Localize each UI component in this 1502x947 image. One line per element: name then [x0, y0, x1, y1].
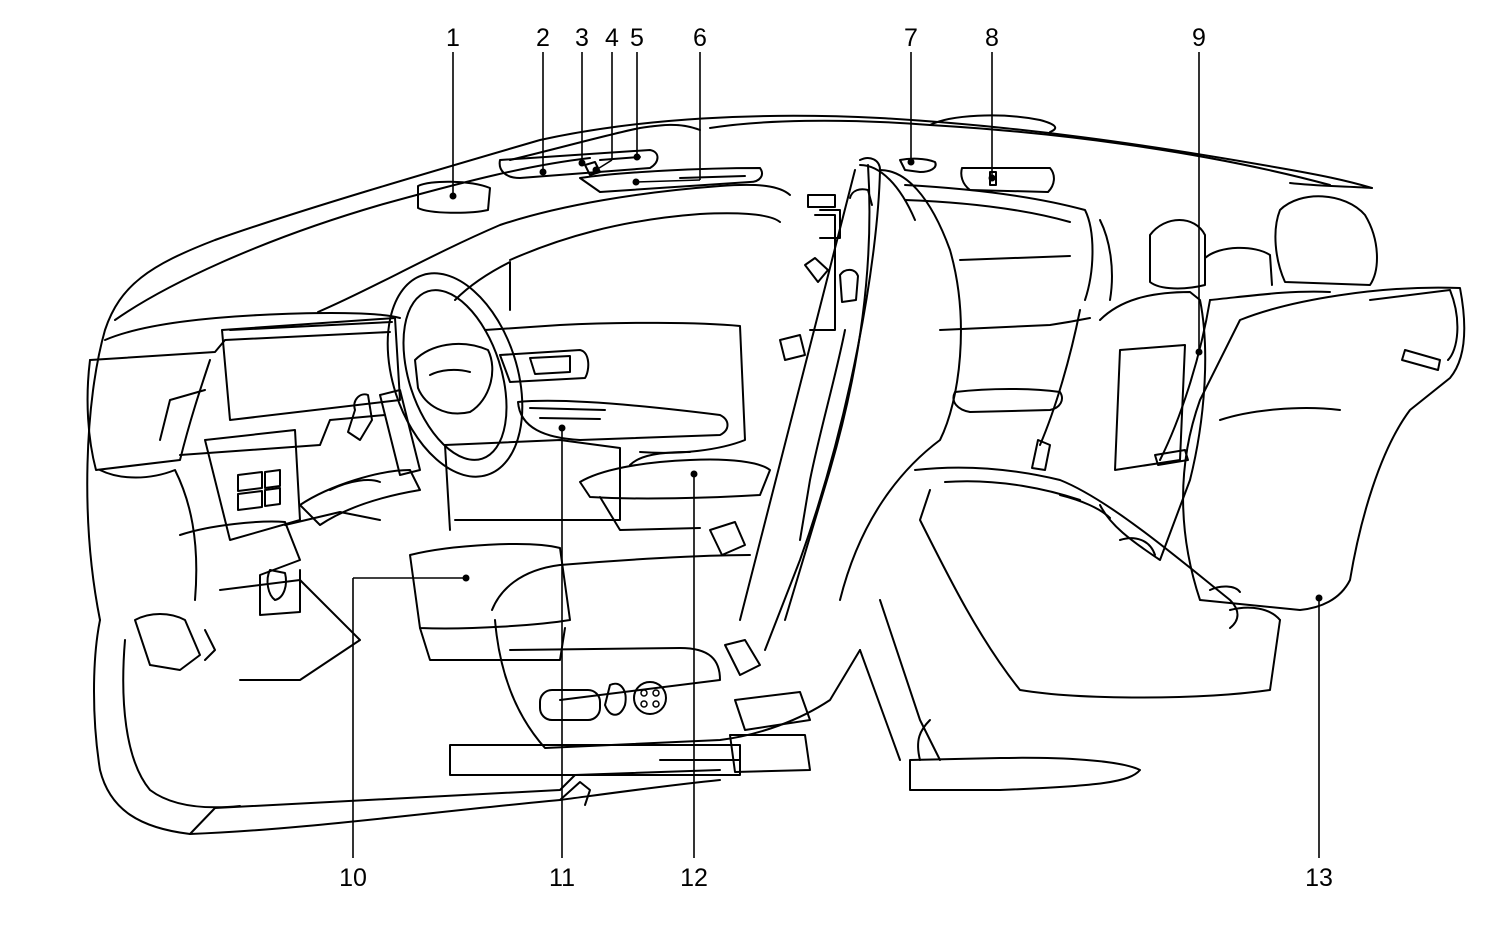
callout-label-13: 13: [1305, 864, 1333, 892]
callout-dot-2: [539, 168, 547, 176]
callout-label-4: 4: [605, 24, 619, 52]
callout-label-1: 1: [446, 24, 460, 52]
callout-dot-10: [462, 574, 470, 582]
callout-label-10: 10: [339, 864, 367, 892]
callout-dot-7: [907, 158, 915, 166]
callout-dot-6: [632, 178, 640, 186]
callout-label-8: 8: [985, 24, 999, 52]
callout-label-5: 5: [630, 24, 644, 52]
callout-dot-11: [558, 424, 566, 432]
callout-dot-4: [592, 166, 600, 174]
rear-seat: [859, 195, 1466, 761]
front-seat: [409, 164, 962, 776]
callout-leaders: [352, 52, 1323, 858]
callout-dot-9: [1195, 348, 1203, 356]
callout-label-3: 3: [575, 24, 589, 52]
callout-dot-5: [633, 153, 641, 161]
callout-labels: 1 2 3 4 5 6 7 8 9 10 11 12 13: [339, 24, 1333, 892]
callout-label-2: 2: [536, 24, 550, 52]
callout-label-12: 12: [680, 864, 708, 892]
callout-dot-1: [449, 192, 457, 200]
callout-dot-12: [690, 470, 698, 478]
callout-label-6: 6: [693, 24, 707, 52]
callout-label-11: 11: [549, 864, 575, 892]
callout-dot-3: [578, 159, 586, 167]
car-body-outline: [86, 114, 1373, 835]
callout-label-9: 9: [1192, 24, 1206, 52]
front-seat-belt: [724, 157, 881, 773]
callout-dot-13: [1315, 594, 1323, 602]
rear-door-window: [904, 184, 1113, 413]
callout-label-7: 7: [904, 24, 918, 52]
callout-dot-8: [988, 174, 996, 182]
dashboard: [86, 272, 524, 681]
